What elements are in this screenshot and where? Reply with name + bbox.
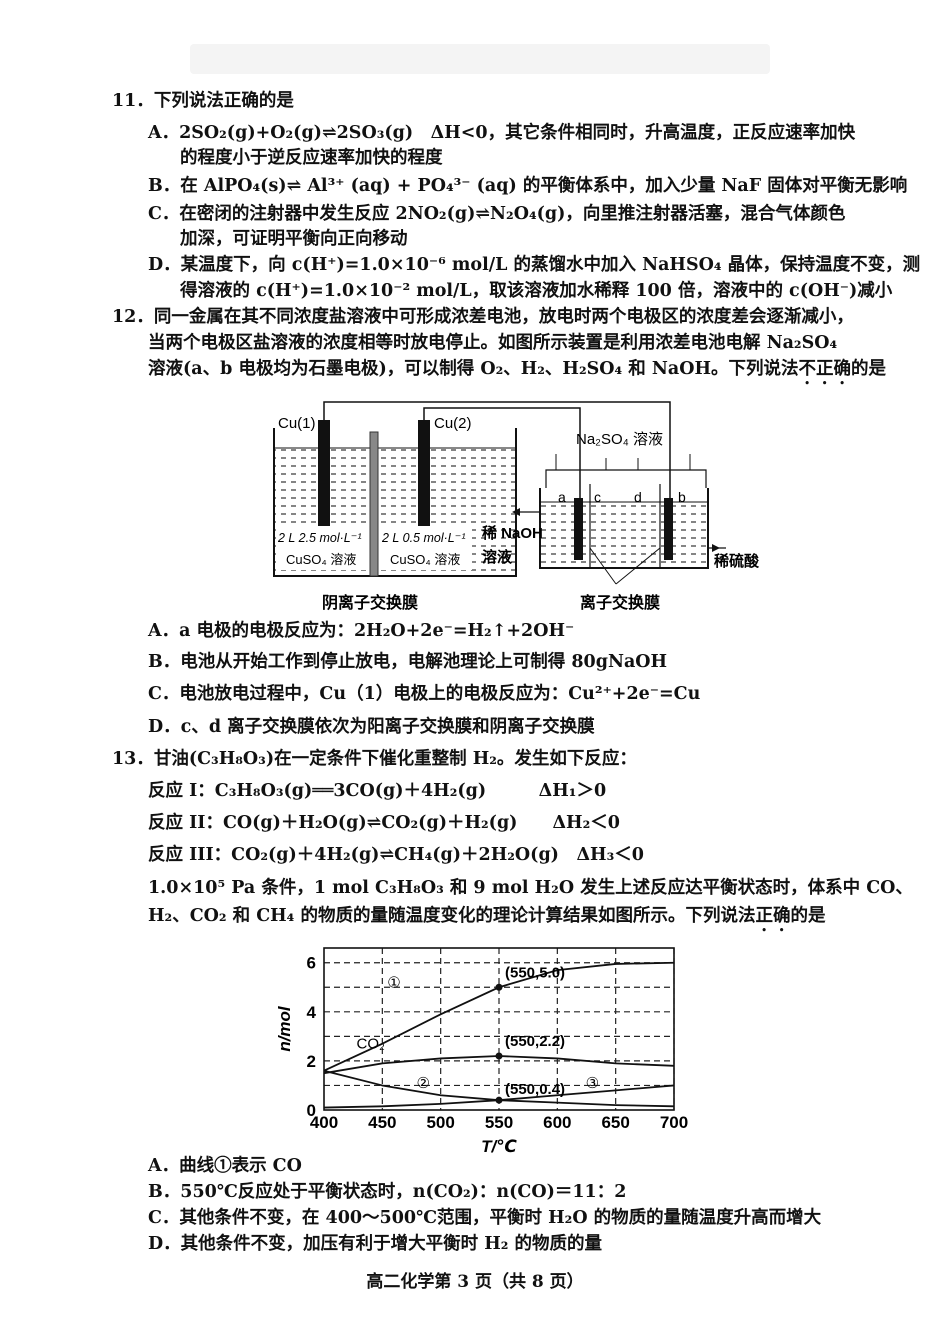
electrode-b [664, 498, 673, 560]
naoh-label-2: 溶液 [482, 548, 513, 566]
q12-stem-line2: 当两个电极区盐溶液的浓度相等时放电停止。如图所示装置是利用浓差电池电解 Na₂S… [148, 333, 838, 353]
electrode-a [574, 498, 583, 560]
right-solution-label: CuSO₄ 溶液 [390, 552, 460, 567]
point-label-1: (550,2.2) [505, 1033, 565, 1050]
q12-stem-line3-text: 溶液(a、b 电极均为石墨电极)，可以制得 O₂、H₂、H₂SO₄ 和 NaOH… [148, 359, 799, 379]
ion-membrane-label: 离子交换膜 [580, 593, 660, 612]
y-tick-label: 6 [307, 954, 316, 973]
q13-condition-1: 1.0×10⁵ Pa 条件，1 mol C₃H₈O₃ 和 9 mol H₂O 发… [148, 878, 913, 898]
q13-cond-end: 的是 [790, 906, 826, 926]
q11-option-a-cont: 的程度小于逆反应速率加快的程度 [180, 148, 443, 168]
x-axis-label: T/℃ [481, 1137, 517, 1156]
page-footer: 高二化学第 3 页（共 8 页） [366, 1272, 584, 1292]
label-b: b [678, 489, 686, 505]
label-d: d [634, 489, 642, 505]
blurred-header [190, 44, 770, 74]
label-series-1: ① [387, 974, 400, 991]
reaction-2: 反应 II：CO(g)＋H₂O(g)⇌CO₂(g)＋H₂(g) ΔH₂＜0 [148, 813, 620, 833]
cu1-label: Cu(1) [278, 415, 316, 432]
x-tick-label: 500 [426, 1113, 454, 1132]
q12-stem-line1: 12．同一金属在其不同浓度盐溶液中可形成浓差电池，放电时两个电极区的浓度差会逐渐… [112, 307, 854, 327]
wire-outer [323, 401, 671, 498]
data-point-1 [495, 1052, 503, 1060]
data-point-2 [495, 1096, 503, 1104]
q11-option-b: B．在 AlPO₄(s)⇌ Al³⁺ (aq) + PO₄³⁻ (aq) 的平衡… [148, 176, 908, 196]
x-tick-label: 550 [485, 1113, 513, 1132]
x-tick-label: 700 [660, 1113, 688, 1132]
q12-stem-end: 的是 [850, 359, 886, 379]
cu1-electrode [318, 420, 330, 538]
anion-membrane [369, 431, 379, 577]
reaction-3: 反应 III：CO₂(g)＋4H₂(g)⇌CH₄(g)＋2H₂O(g) ΔH₃＜… [148, 845, 644, 865]
q11-option-d: D．某温度下，向 c(H⁺)=1.0×10⁻⁶ mol/L 的蒸馏水中加入 Na… [148, 255, 921, 275]
wire-inner [423, 407, 581, 498]
q13-stem: 13．甘油(C₃H₈O₃)在一定条件下催化重整制 H₂。发生如下反应： [112, 749, 637, 769]
anion-membrane-label: 阴离子交换膜 [322, 593, 418, 612]
reaction-1: 反应 I：C₃H₈O₃(g)══3CO(g)＋4H₂(g) ΔH₁＞0 [148, 781, 607, 801]
left-solution-label: CuSO₄ 溶液 [286, 552, 356, 567]
q12-option-a: A．a 电极的电极反应为：2H₂O+2e⁻=H₂↑+2OH⁻ [148, 621, 575, 641]
y-tick-label: 2 [307, 1052, 316, 1071]
naoh-label-1: 稀 NaOH [482, 524, 543, 542]
y-tick-label: 4 [307, 1003, 317, 1022]
electrolysis-solution [540, 502, 708, 568]
q13-emphasis: 正确 [755, 906, 791, 926]
q12-stem-line3: 溶液(a、b 电极均为石墨电极)，可以制得 O₂、H₂、H₂SO₄ 和 NaOH… [148, 357, 886, 389]
label-series-2: ② [416, 1075, 429, 1092]
y-tick-label: 0 [307, 1101, 316, 1120]
x-tick-label: 400 [310, 1113, 338, 1132]
q11-option-c-cont: 加深，可证明平衡向正向移动 [180, 229, 408, 249]
q13-option-b: B．550℃反应处于平衡状态时，n(CO₂)：n(CO)＝11：2 [148, 1182, 627, 1202]
x-tick-label: 450 [368, 1113, 396, 1132]
y-axis-label: n/mol [275, 1005, 294, 1052]
n-vs-temperature-chart: 400 450 500 550 600 650 700 0 2 4 6T/℃ n/mol ① CO₂ ② ③ (… [275, 947, 688, 1156]
q12-option-b: B．电池从开始工作到停止放电，电解池理论上可制得 80gNaOH [148, 652, 668, 672]
q12-option-d: D．c、d 离子交换膜依次为阳离子交换膜和阴离子交换膜 [148, 717, 595, 737]
q13-condition-2: H₂、CO₂ 和 CH₄ 的物质的量随温度变化的理论计算结果如图所示。下列说法正… [148, 904, 825, 936]
na2so4-label: Na₂SO₄ 溶液 [576, 431, 663, 448]
cu2-electrode [418, 420, 430, 538]
label-series-3: ③ [586, 1075, 599, 1092]
label-c: c [594, 489, 601, 505]
point-label-0: (550,5.0) [505, 964, 565, 981]
label-series-co2: CO₂ [357, 1036, 386, 1053]
left-tank [273, 428, 517, 577]
q11-option-c: C．在密闭的注射器中发生反应 2NO₂(g)⇌N₂O₄(g)，向里推注射器活塞，… [148, 204, 846, 224]
q11-stem: 11．下列说法正确的是 [112, 91, 294, 111]
left-conc: 2 L 2.5 mol·L⁻¹ [277, 531, 362, 545]
q13-option-c: C．其他条件不变，在 400～500℃范围，平衡时 H₂O 的物质的量随温度升高… [148, 1208, 822, 1228]
acid-label: 稀硫酸 [714, 552, 760, 570]
plot-frame [323, 947, 675, 1111]
q11-option-d-cont: 得溶液的 c(H⁺)=1.0×10⁻² mol/L，取该溶液加水稀释 100 倍… [180, 281, 893, 301]
x-tick-label: 600 [543, 1113, 571, 1132]
label-a: a [558, 489, 566, 505]
electrochem-figure: Cu(1) Cu(2) 2 L 2.5 mol·L⁻¹ CuSO₄ 溶液 2 L… [273, 401, 760, 612]
right-conc: 2 L 0.5 mol·L⁻¹ [381, 531, 466, 545]
cu2-label: Cu(2) [434, 415, 472, 432]
q13-option-a: A．曲线①表示 CO [148, 1156, 302, 1176]
q13-option-d: D．其他条件不变，加压有利于增大平衡时 H₂ 的物质的量 [148, 1234, 603, 1254]
x-tick-label: 650 [601, 1113, 629, 1132]
point-label-2: (550,0.4) [505, 1081, 565, 1098]
q12-emphasis: 不正确 [798, 359, 851, 379]
data-point-0 [495, 983, 503, 991]
q11-option-a: A．2SO₂(g)+O₂(g)⇌2SO₃(g) ΔH<0，其它条件相同时，升高温… [148, 123, 856, 143]
electrolysis-tank [539, 488, 709, 569]
q13-cond-text: H₂、CO₂ 和 CH₄ 的物质的量随温度变化的理论计算结果如图所示。下列说法 [148, 906, 756, 926]
q12-option-c: C．电池放电过程中，Cu（1）电极上的电极反应为：Cu²⁺+2e⁻=Cu [148, 684, 701, 704]
